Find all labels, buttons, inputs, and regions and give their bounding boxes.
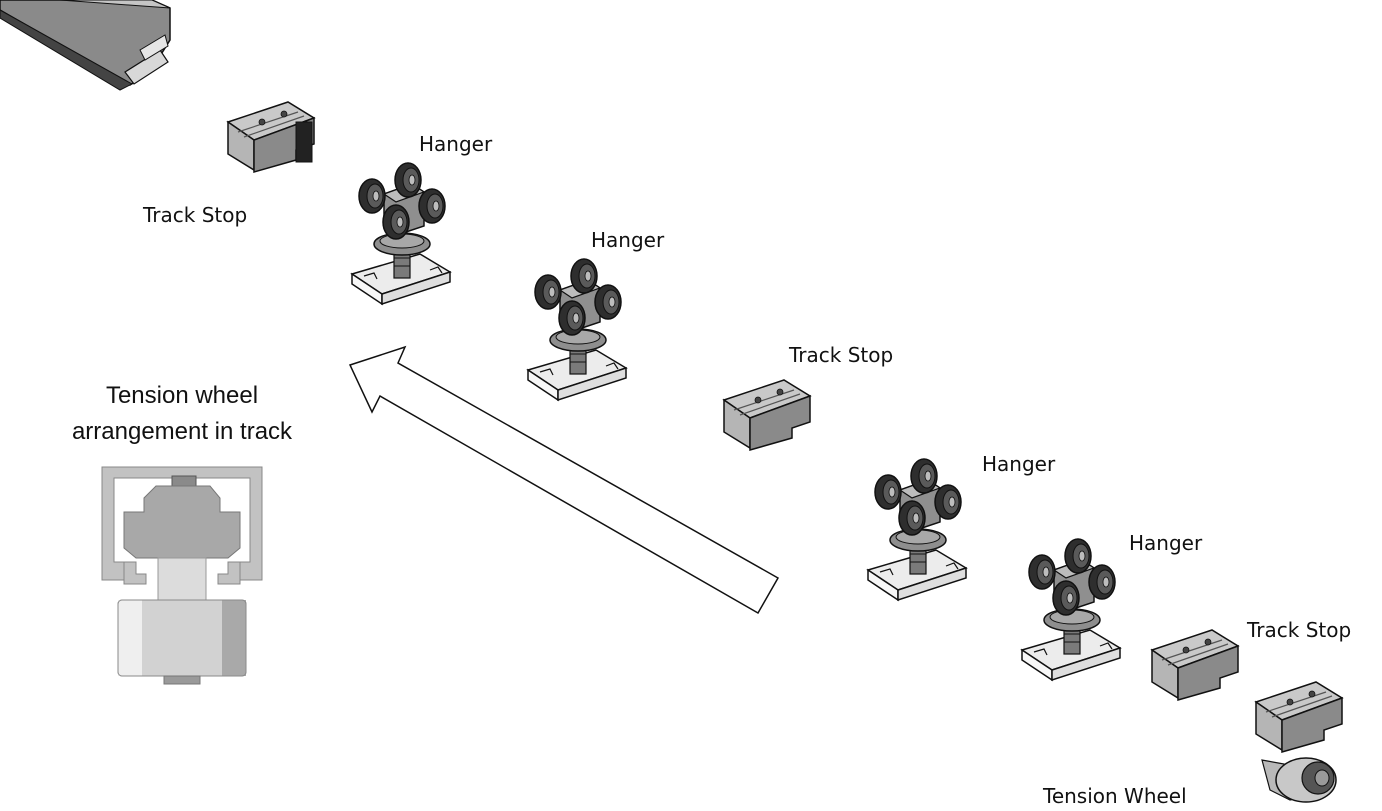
track-stop-part-2: [723, 379, 811, 451]
label-track-stop-1: Track Stop: [143, 203, 248, 227]
label-hanger-4: Hanger: [1129, 531, 1203, 555]
track-stop-part-1: [227, 101, 315, 173]
label-tension-arrangement-line1: Tension wheel: [105, 382, 259, 409]
track-cross-section: [101, 466, 263, 685]
hanger-part-1: [352, 163, 450, 304]
track-stop-part-3: [1151, 629, 1239, 701]
label-hanger-3: Hanger: [982, 452, 1056, 476]
label-tension-wheel: Tension Wheel: [1043, 784, 1187, 808]
label-hanger-1: Hanger: [419, 132, 493, 156]
hanger-part-4: [1022, 539, 1120, 680]
label-hanger-2: Hanger: [591, 228, 665, 252]
label-track-stop-3: Track Stop: [1247, 618, 1352, 642]
track-section: [0, 0, 171, 91]
direction-arrow: [348, 345, 780, 615]
tension-wheel-part: [1255, 681, 1343, 803]
hanger-part-3: [868, 459, 966, 600]
hanger-part-2: [528, 259, 626, 400]
label-tension-arrangement-line2: arrangement in track: [71, 418, 293, 445]
label-track-stop-2: Track Stop: [789, 343, 894, 367]
